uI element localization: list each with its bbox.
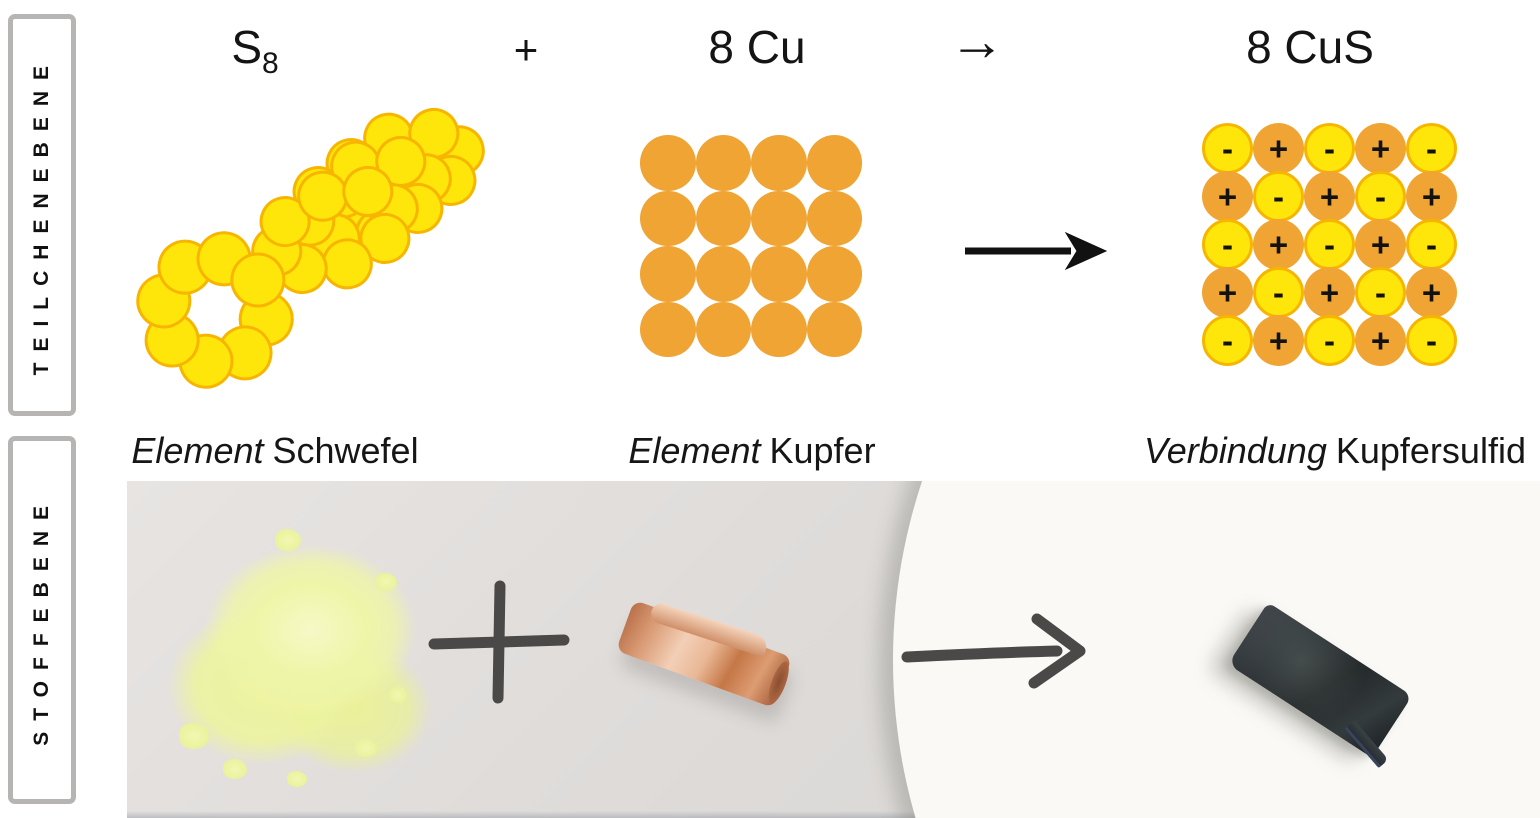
particle-level-label: TEILCHENEBENE bbox=[30, 54, 53, 376]
sulfur-crumb bbox=[275, 529, 301, 551]
sulfide-ion: - bbox=[1253, 267, 1304, 318]
copper-ion: + bbox=[1304, 267, 1355, 318]
sulfide-ion: - bbox=[1253, 171, 1304, 222]
sulfide-ion: - bbox=[1304, 315, 1355, 366]
copper-atom bbox=[806, 135, 862, 191]
s8-symbol: S bbox=[231, 21, 262, 73]
copper-ion: + bbox=[1253, 123, 1304, 174]
copper-atom bbox=[695, 246, 751, 302]
copper-ion: + bbox=[1406, 171, 1457, 222]
sulfide-ion: - bbox=[1304, 123, 1355, 174]
sulfur-powder-photo bbox=[152, 517, 457, 799]
copper-ion: + bbox=[1253, 315, 1304, 366]
copper-atom bbox=[640, 190, 696, 246]
copper-atom bbox=[640, 301, 696, 357]
copper-atom bbox=[751, 190, 807, 246]
equation-product: 8 CuS bbox=[1246, 21, 1374, 73]
label-copper-name: Kupfer bbox=[769, 430, 876, 471]
sulfur-crumb bbox=[375, 573, 397, 591]
copper-atom bbox=[751, 246, 807, 302]
label-sulfur-name: Schwefel bbox=[272, 430, 419, 471]
copper-ion: + bbox=[1406, 267, 1457, 318]
sulfide-ion: - bbox=[1355, 267, 1406, 318]
sulfur-crumb bbox=[355, 739, 377, 757]
copper-ion: + bbox=[1355, 123, 1406, 174]
sulfide-ion: - bbox=[1304, 219, 1355, 270]
copper-ion: + bbox=[1253, 219, 1304, 270]
sulfide-ion: - bbox=[1355, 171, 1406, 222]
sulfur-molecules-graphic bbox=[125, 84, 504, 402]
sulfur-crumb bbox=[287, 771, 307, 787]
substance-photo bbox=[127, 481, 1540, 818]
copper-atom bbox=[806, 246, 862, 302]
equation-copper: 8 Cu bbox=[708, 21, 806, 73]
copper-ion: + bbox=[1304, 171, 1355, 222]
copper-atom bbox=[640, 135, 696, 191]
label-sulfur-qualifier: Element bbox=[131, 430, 264, 471]
s8-subscript: 8 bbox=[262, 47, 279, 81]
copper-atom bbox=[806, 301, 862, 357]
equation-s8: S8 bbox=[231, 20, 278, 81]
handwritten-arrow bbox=[901, 613, 1086, 689]
copper-atom bbox=[806, 190, 862, 246]
substance-level-label: STOFFEBENE bbox=[30, 494, 53, 746]
sulfide-ion: - bbox=[1202, 123, 1253, 174]
copper-ion: + bbox=[1202, 267, 1253, 318]
handwritten-plus bbox=[428, 580, 570, 704]
copper-atom bbox=[695, 301, 751, 357]
particle-level-box: TEILCHENEBENE bbox=[8, 14, 76, 416]
reaction-arrow-graphic bbox=[965, 232, 1108, 270]
photo-bottom-edge bbox=[127, 811, 1540, 818]
copper-grid bbox=[640, 135, 862, 357]
copper-atom bbox=[695, 135, 751, 191]
sulfide-ion: - bbox=[1406, 219, 1457, 270]
sulfur-crumb bbox=[179, 723, 209, 749]
sulfur-crumb bbox=[223, 759, 247, 779]
label-product-qualifier: Verbindung bbox=[1144, 430, 1327, 471]
sulfur-crumb bbox=[389, 687, 407, 703]
copper-ion: + bbox=[1202, 171, 1253, 222]
copper-atom bbox=[695, 190, 751, 246]
copper-ion: + bbox=[1355, 315, 1406, 366]
label-product-name: Kupfersulfid bbox=[1335, 430, 1526, 471]
copper-atom bbox=[751, 135, 807, 191]
equation-arrow: → bbox=[949, 9, 1005, 72]
sulfide-ion: - bbox=[1202, 315, 1253, 366]
copper-atom bbox=[640, 246, 696, 302]
sulfide-ion: - bbox=[1406, 123, 1457, 174]
sulfide-ion: - bbox=[1202, 219, 1253, 270]
copper-atom bbox=[751, 301, 807, 357]
equation-plus: + bbox=[513, 26, 539, 73]
sulfide-ion: - bbox=[1406, 315, 1457, 366]
cus-grid: -+-+-+-+-+-+-+-+-+-+-+-+- bbox=[1202, 123, 1457, 366]
copper-ion: + bbox=[1355, 219, 1406, 270]
label-copper-qualifier: Element bbox=[628, 430, 761, 471]
substance-level-box: STOFFEBENE bbox=[8, 436, 76, 804]
